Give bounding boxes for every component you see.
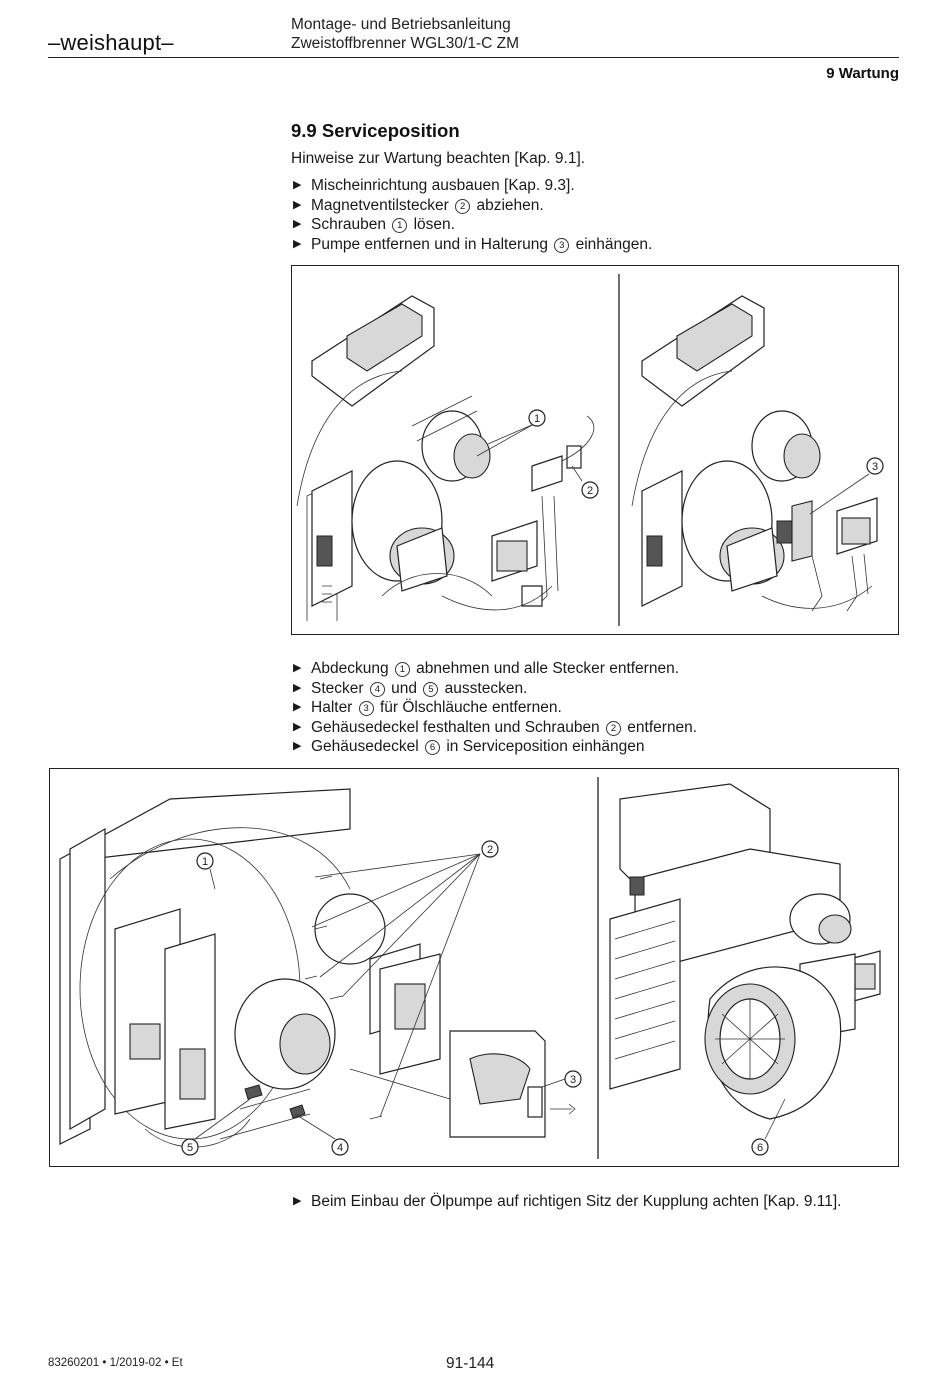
header-divider xyxy=(48,57,899,58)
steps-list-3: ▶ Beim Einbau der Ölpumpe auf richtigen S… xyxy=(291,1192,841,1212)
callout-5: 5 xyxy=(187,1142,193,1154)
step-item: ▶ Magnetventilstecker 2 abziehen. xyxy=(291,196,652,216)
document-title-line1: Montage- und Betriebsanleitung xyxy=(291,16,511,33)
triangle-bullet-icon: ▶ xyxy=(293,198,302,211)
chapter-label: 9 Wartung xyxy=(826,65,899,82)
callout-1: 1 xyxy=(534,413,540,425)
step-text: lösen. xyxy=(409,216,455,233)
step-item: ▶ Mischeinrichtung ausbauen [Kap. 9.3]. xyxy=(291,176,652,196)
step-item: ▶ Halter 3 für Ölschläuche entfernen. xyxy=(291,698,697,718)
triangle-bullet-icon: ▶ xyxy=(293,701,302,713)
step-text: einhängen. xyxy=(571,235,653,253)
callout-circle xyxy=(481,840,499,858)
triangle-bullet-icon: ▶ xyxy=(293,1195,302,1207)
callout-3: 3 xyxy=(872,461,878,473)
callout-number: 1 xyxy=(394,662,410,677)
step-text: Halter xyxy=(311,699,357,716)
step-text: abnehmen und alle Stecker entfernen. xyxy=(411,660,680,677)
step-text: abziehen. xyxy=(472,196,544,214)
triangle-bullet-icon: ▶ xyxy=(293,681,302,694)
step-item: ▶ Pumpe entfernen und in Halterung 3 einh… xyxy=(291,235,652,255)
triangle-bullet-icon: ▶ xyxy=(293,662,302,674)
callout-number: 4 xyxy=(369,681,385,697)
triangle-bullet-icon: ▶ xyxy=(293,740,302,752)
housing-cover-exploded-drawing xyxy=(59,788,576,1148)
step-text: in Serviceposition einhängen xyxy=(442,738,645,755)
step-item: ▶ Beim Einbau der Ölpumpe auf richtigen S… xyxy=(291,1192,841,1212)
step-text: Beim Einbau der Ölpumpe auf richtigen Si… xyxy=(311,1193,842,1210)
burner-housing-drawing-left xyxy=(296,295,595,621)
step-item: ▶ Schrauben 1 lösen. xyxy=(291,215,652,235)
figure-pump-removal-drawing: 1 2 3 xyxy=(296,274,884,626)
steps-list-1: ▶ Mischeinrichtung ausbauen [Kap. 9.3]. ▶… xyxy=(291,176,652,254)
step-text: für Ölschläuche entfernen. xyxy=(375,699,562,716)
step-item: ▶Gehäusedeckel festhalten und Schrauben … xyxy=(291,718,697,738)
callout-number: 1 xyxy=(392,218,408,233)
callout-circle xyxy=(331,1138,349,1156)
intro-text: Hinweise zur Wartung beachten [Kap. 9.1]… xyxy=(291,150,586,167)
callout-circle xyxy=(196,852,214,870)
callout-2: 2 xyxy=(487,844,493,856)
step-text: und xyxy=(386,679,422,697)
callout-6: 6 xyxy=(757,1142,763,1154)
callout-2: 2 xyxy=(587,485,593,497)
step-text: Mischeinrichtung ausbauen [Kap. 9.3]. xyxy=(311,177,575,194)
triangle-bullet-icon: ▶ xyxy=(293,237,302,250)
step-text: Gehäusedeckel xyxy=(311,738,424,755)
callout-circle xyxy=(581,481,599,499)
triangle-bullet-icon: ▶ xyxy=(293,179,302,191)
callout-4: 4 xyxy=(337,1142,343,1154)
callout-number: 3 xyxy=(358,701,374,716)
step-item: ▶ Abdeckung 1 abnehmen und alle Stecker e… xyxy=(291,659,697,679)
step-item: ▶ Stecker 4 und 5 ausstecken. xyxy=(291,679,697,699)
step-text: entfernen. xyxy=(623,718,698,736)
callout-circle xyxy=(181,1138,199,1156)
document-code: 83260201 • 1/2019-02 • Et xyxy=(48,1357,183,1369)
triangle-bullet-icon: ▶ xyxy=(293,218,302,230)
step-text: Pumpe entfernen und in Halterung xyxy=(311,235,553,253)
step-text: Stecker xyxy=(311,679,368,697)
callout-number: 3 xyxy=(554,237,570,253)
page-number: 91-144 xyxy=(446,1355,495,1372)
brand-logo: –weishaupt– xyxy=(48,30,174,55)
triangle-bullet-icon: ▶ xyxy=(293,720,302,733)
document-title: Montage- und Betriebsanleitung Zweistoff… xyxy=(291,15,519,53)
callout-3: 3 xyxy=(570,1074,576,1086)
figure-service-position: 2 1 3 4 5 xyxy=(49,768,899,1167)
step-text: Magnetventilstecker xyxy=(311,196,454,214)
step-item: ▶ Gehäusedeckel 6 in Serviceposition einh… xyxy=(291,737,697,757)
callout-circle xyxy=(528,409,546,427)
callout-circle xyxy=(564,1070,582,1088)
burner-housing-drawing-right xyxy=(631,295,878,612)
section-title: 9.9 Serviceposition xyxy=(291,120,460,141)
callout-number: 6 xyxy=(425,740,441,755)
callout-1: 1 xyxy=(202,856,208,868)
burner-service-position-drawing xyxy=(609,783,881,1120)
callout-number: 2 xyxy=(606,720,621,736)
callout-circle xyxy=(866,457,884,475)
step-text: Schrauben xyxy=(311,216,391,233)
steps-list-2: ▶ Abdeckung 1 abnehmen und alle Stecker e… xyxy=(291,659,697,757)
step-text: Gehäusedeckel festhalten und Schrauben xyxy=(311,718,604,736)
step-text: Abdeckung xyxy=(311,660,393,677)
figure-service-position-drawing: 2 1 3 4 5 xyxy=(59,777,881,1159)
document-title-line2: Zweistoffbrenner WGL30/1-C ZM xyxy=(291,35,519,52)
callout-circle xyxy=(751,1138,769,1156)
step-text: ausstecken. xyxy=(440,679,528,697)
figure-pump-removal: 1 2 3 xyxy=(291,265,899,635)
callout-number: 5 xyxy=(423,681,439,697)
callout-number: 2 xyxy=(455,198,471,214)
